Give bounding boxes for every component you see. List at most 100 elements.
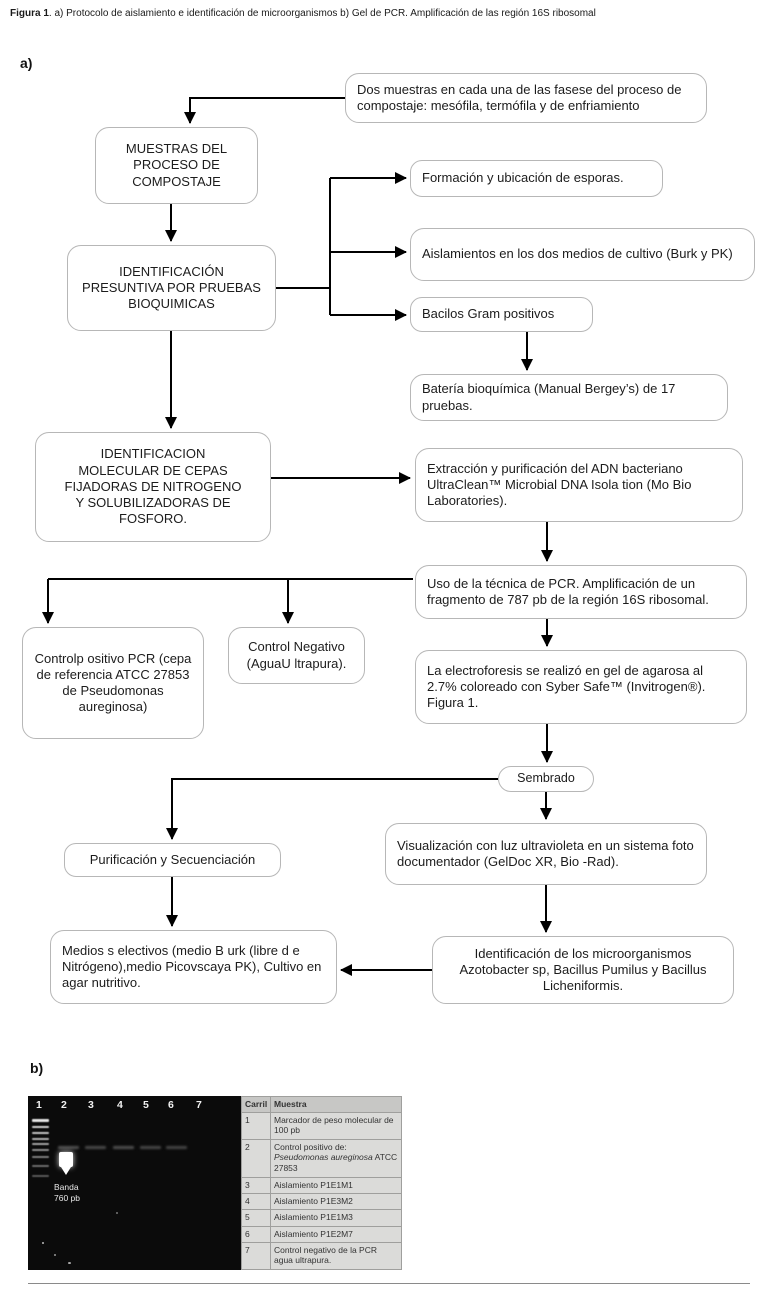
gel-sample-band	[85, 1146, 106, 1149]
gel-table-row: 1 Marcador de peso molecular de 100 pb	[241, 1111, 402, 1140]
gel-table-cell-carril: 1	[241, 1111, 271, 1140]
bottom-divider	[28, 1283, 750, 1284]
gel-table-cell-carril: 2	[241, 1138, 271, 1179]
gel-table-cell-muestra: Control positivo de: Pseudomonas auregin…	[270, 1138, 402, 1179]
box-muestras-compostaje: MUESTRAS DEL PROCESO DE COMPOSTAJE	[95, 127, 258, 204]
figure-caption: Figura 1. a) Protocolo de aislamiento e …	[10, 8, 767, 19]
gel-ladder-band	[32, 1138, 49, 1140]
box-visualizacion: Visualización con luz ultravioleta en un…	[385, 823, 707, 885]
gel-speck	[68, 1262, 71, 1264]
gel-ladder-band	[32, 1126, 49, 1128]
box-control-positivo-text: Controlp ositivo PCR (cepa de referencia…	[34, 650, 192, 715]
gel-table-row: 3 Aislamiento P1E1M1	[241, 1177, 402, 1195]
gel-table-cell-muestra: Aislamiento P1E2M7	[270, 1225, 402, 1243]
gel-ladder-band	[32, 1132, 49, 1134]
box-esporas: Formación y ubicación de esporas.	[410, 160, 663, 197]
box-pcr: Uso de la técnica de PCR. Amplificación …	[415, 565, 747, 619]
box-esporas-text: Formación y ubicación de esporas.	[422, 170, 624, 186]
box-identificacion-micro-text: Identificación de los microorganismos Az…	[459, 945, 707, 994]
box-control-negativo: Control Negativo (AguaU ltrapura).	[228, 627, 365, 684]
gel-table-cell-carril: 3	[241, 1177, 271, 1195]
box-aislamientos-text: Aislamientos en los dos medios de cultiv…	[422, 246, 733, 262]
gel-sample-band	[113, 1146, 134, 1149]
gel-ladder-band	[32, 1143, 49, 1145]
box-identificacion-molecular-text: IDENTIFICACION MOLECULAR DE CEPAS FIJADO…	[64, 446, 242, 527]
gel-highlight-band-tip	[61, 1167, 71, 1175]
gel-table-cell-muestra-species: Pseudomonas aureginosa	[274, 1152, 373, 1163]
gel-table-cell-muestra: Marcador de peso molecular de 100 pb	[270, 1111, 402, 1140]
box-electroforesis-text: La electroforesis se realizó en gel de a…	[427, 662, 706, 711]
box-purificacion-text: Purificación y Secuenciación	[89, 851, 256, 867]
box-aislamientos: Aislamientos en los dos medios de cultiv…	[410, 228, 755, 281]
gel-sample-band	[140, 1146, 161, 1149]
gel-ladder-band	[32, 1156, 49, 1158]
gel-highlight-band	[59, 1152, 73, 1167]
box-visualizacion-text: Visualización con luz ultravioleta en un…	[397, 837, 694, 869]
gel-lane-number-4: 4	[117, 1099, 123, 1111]
gel-table-row: 2 Control positivo de: Pseudomonas aureg…	[241, 1138, 402, 1179]
box-identificacion-molecular: IDENTIFICACION MOLECULAR DE CEPAS FIJADO…	[35, 432, 271, 542]
box-purificacion: Purificación y Secuenciación	[64, 843, 281, 877]
gel-table-cell-muestra-strain: ATCC 27853	[274, 1152, 398, 1174]
box-bacilos-text: Bacilos Gram positivos	[422, 306, 555, 322]
box-sembrado: Sembrado	[498, 766, 594, 792]
box-bacilos: Bacilos Gram positivos	[410, 297, 593, 332]
box-medios: Medios s electivos (medio B urk (libre d…	[50, 930, 337, 1004]
gel-speck	[54, 1254, 56, 1256]
gel-ladder-band	[32, 1149, 49, 1151]
box-electroforesis: La electroforesis se realizó en gel de a…	[415, 650, 747, 724]
gel-table-header-muestra: Muestra	[270, 1096, 402, 1113]
gel-sample-band	[58, 1146, 79, 1149]
gel-table-header-carril: Carril	[241, 1096, 271, 1113]
gel-lane-number-3: 3	[88, 1099, 94, 1111]
gel-table-row: 6 Aislamiento P1E2M7	[241, 1225, 402, 1243]
gel-speck	[116, 1212, 118, 1214]
box-bateria: Batería bioquímica (Manual Bergey’s) de …	[410, 374, 728, 421]
gel-table-cell-carril: 7	[241, 1241, 271, 1271]
figure-caption-label: Figura 1	[10, 8, 49, 19]
section-b-label: b)	[30, 1060, 44, 1076]
box-medios-text: Medios s electivos (medio B urk (libre d…	[62, 942, 322, 991]
gel-table-cell-muestra-text: Control positivo de:	[274, 1141, 347, 1152]
gel-table-row: 7 Control negativo de la PCR agua ultrap…	[241, 1241, 402, 1271]
box-identificacion-presuntiva: IDENTIFICACIÓN PRESUNTIVA POR PRUEBAS BI…	[67, 245, 276, 331]
box-control-negativo-text: Control Negativo (AguaU ltrapura).	[246, 639, 347, 671]
gel-table-cell-muestra: Aislamiento P1E3M2	[270, 1193, 402, 1211]
arrow-dosmuestras-to-muestras	[184, 97, 345, 124]
gel-table-cell-carril: 4	[241, 1193, 271, 1211]
box-identificacion-presuntiva-text: IDENTIFICACIÓN PRESUNTIVA POR PRUEBAS BI…	[82, 263, 261, 312]
gel-table-cell-muestra: Aislamiento P1E1M3	[270, 1209, 402, 1227]
gel-table-cell-carril: 5	[241, 1209, 271, 1227]
box-muestras-compostaje-text: MUESTRAS DEL PROCESO DE COMPOSTAJE	[125, 141, 228, 189]
gel-lane-table: Carril Muestra 1 Marcador de peso molecu…	[241, 1096, 402, 1271]
box-pcr-text: Uso de la técnica de PCR. Amplificación …	[427, 575, 709, 607]
gel-speck	[42, 1242, 44, 1244]
gel-table-cell-muestra: Control negativo de la PCR agua ultrapur…	[270, 1241, 402, 1271]
box-control-positivo: Controlp ositivo PCR (cepa de referencia…	[22, 627, 204, 739]
box-identificacion-micro: Identificación de los microorganismos Az…	[432, 936, 734, 1004]
section-a-label: a)	[20, 55, 33, 71]
gel-table-row: 5 Aislamiento P1E1M3	[241, 1209, 402, 1227]
gel-lane-number-1: 1	[36, 1099, 42, 1111]
box-extraccion: Extracción y purificación del ADN bacter…	[415, 448, 743, 522]
box-extraccion-text: Extracción y purificación del ADN bacter…	[427, 460, 692, 509]
gel-ladder-band	[32, 1175, 49, 1177]
gel-lane-number-7: 7	[196, 1099, 202, 1111]
gel-ladder-band	[32, 1165, 49, 1167]
gel-lane-number-2: 2	[61, 1099, 67, 1111]
gel-table-row: 4 Aislamiento P1E3M2	[241, 1193, 402, 1211]
box-dos-muestras-text: Dos muestras en cada una de las fasese d…	[357, 81, 682, 113]
gel-table-header-row: Carril Muestra	[241, 1096, 402, 1113]
gel-image: 1 2 3 4 5 6 7 Banda	[28, 1096, 241, 1270]
gel-table-cell-muestra: Aislamiento P1E1M1	[270, 1177, 402, 1195]
gel-lane-number-5: 5	[143, 1099, 149, 1111]
gel-table-cell-carril: 6	[241, 1225, 271, 1243]
box-sembrado-text: Sembrado	[517, 771, 575, 786]
box-bateria-text: Batería bioquímica (Manual Bergey’s) de …	[422, 381, 676, 413]
gel-band-label: Banda 760 pb	[54, 1182, 80, 1204]
gel-lane-number-6: 6	[168, 1099, 174, 1111]
box-dos-muestras: Dos muestras en cada una de las fasese d…	[345, 73, 707, 123]
gel-ladder-band	[32, 1119, 49, 1122]
figure-caption-text: . a) Protocolo de aislamiento e identifi…	[48, 8, 596, 19]
